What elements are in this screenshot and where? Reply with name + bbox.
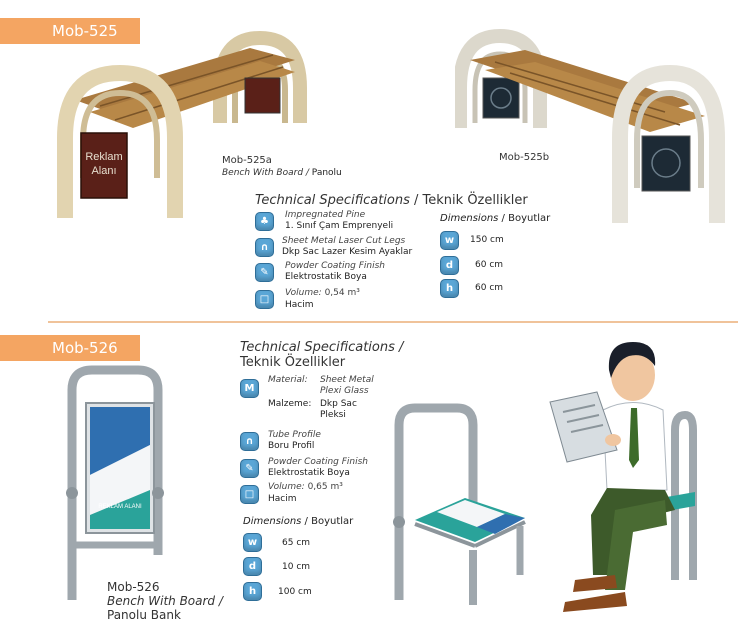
dimension-width: 150 cm (470, 235, 504, 245)
board-text: Reklam (85, 151, 122, 163)
height-icon: h (440, 279, 459, 298)
paint-icon: ✎ (240, 459, 259, 478)
bench-mob-525b-illustration (455, 28, 725, 223)
svg-text:Alanı: Alanı (91, 165, 116, 177)
width-icon: w (243, 533, 262, 552)
section-divider (48, 321, 738, 323)
height-icon: h (243, 582, 262, 601)
dimension-height: 60 cm (475, 283, 504, 293)
dimension-depth-2: 10 cm (282, 562, 311, 572)
product-tag-mob-525: Mob-525 (0, 18, 140, 44)
dimensions-title: Dimensions / Boyutlar (440, 213, 551, 224)
product-code-mob-525a: Mob-525a (222, 155, 272, 166)
product-code-mob-526: Mob-526 (107, 580, 160, 594)
tube-icon: ∩ (240, 432, 259, 451)
bench-mob-526-perspective-illustration (393, 403, 526, 605)
board-stand-mob-526-illustration: REKLAM ALANI (66, 365, 164, 600)
paint-icon: ✎ (255, 263, 274, 282)
bench-mob-525a-illustration: Reklam Alanı (57, 30, 307, 218)
volume-icon: □ (240, 485, 259, 504)
product-code-mob-525b: Mob-525b (499, 152, 550, 163)
pine-icon: ♣ (255, 212, 274, 231)
specs-title: Technical Specifications / Teknik Özelli… (255, 193, 528, 208)
width-icon: w (440, 231, 459, 250)
dimensions-title-2: Dimensions / Boyutlar (243, 516, 354, 527)
product-desc-mob-525a: Bench With Board / Panolu (222, 168, 342, 178)
dimension-width-2: 65 cm (282, 538, 311, 548)
dimension-height-2: 100 cm (278, 587, 312, 597)
product-desc-en-mob-526: Bench With Board / (107, 594, 223, 608)
depth-icon: d (440, 256, 459, 275)
board-text: REKLAM ALANI (98, 504, 142, 510)
specs-title-2: Technical Specifications /Teknik Özellik… (240, 340, 404, 370)
product-tag-mob-526: Mob-526 (0, 335, 140, 361)
man-reading-newspaper-illustration (549, 342, 697, 612)
volume-icon: □ (255, 290, 274, 309)
legs-icon: ∩ (255, 238, 274, 257)
material-icon: M (240, 379, 259, 398)
dimension-depth: 60 cm (475, 260, 504, 270)
spec-row-material: M Material: Sheet Metal Plexi Glass Malz… (240, 375, 410, 425)
depth-icon: d (243, 557, 262, 576)
product-desc-tr-mob-526: Panolu Bank (107, 608, 181, 622)
